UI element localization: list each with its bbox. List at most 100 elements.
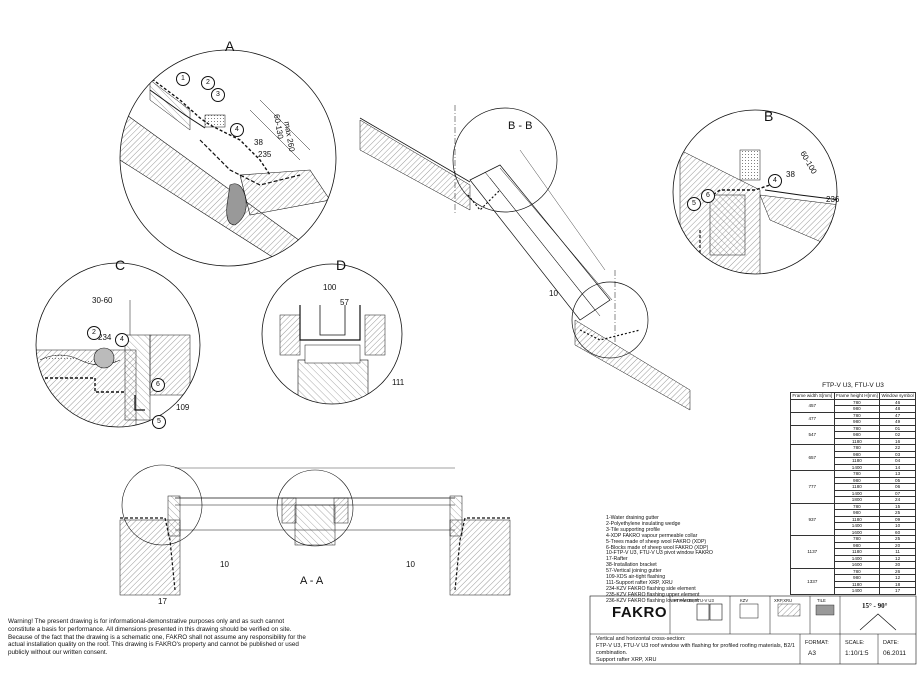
date-value: 06.2011 [883, 650, 907, 657]
format-value: A3 [808, 650, 816, 657]
window-symbol-cell: 09 [879, 515, 916, 523]
legend-item: 109-XDS air-tight flashing [606, 574, 666, 581]
dim-100: 100 [323, 283, 337, 292]
detail-b [679, 149, 837, 274]
legend-item: 234-KZV FAKRO flashing side element [606, 585, 696, 592]
spec-header-symbol: Window symbol [879, 392, 916, 400]
dim-109: 109 [176, 403, 190, 412]
callout-2-c: 2 [87, 326, 101, 340]
window-symbol-cell: 60 [879, 528, 916, 536]
window-symbol-cell: 25 [879, 509, 916, 517]
section-label-bb: B - B [508, 120, 533, 132]
window-symbol-cell: 12 [879, 574, 916, 582]
fakro-logo: FAKRO [612, 604, 667, 621]
callout-6: 6 [701, 189, 715, 203]
section-bb [359, 105, 691, 411]
format-label: FORMAT: [805, 640, 829, 646]
legend-item: 1-Water draining gutter [606, 515, 659, 521]
frame-width-cell: 657 [790, 444, 835, 471]
section-aa [119, 467, 511, 596]
section-label-b: B [764, 108, 774, 124]
dim-38-b: 38 [786, 170, 795, 179]
scale-value: 1:10/1:5 [845, 650, 869, 657]
dim-236: 236 [826, 195, 840, 204]
legend-item: 3-Tile supporting profile [606, 526, 661, 533]
window-symbol-cell: 20 [879, 541, 916, 549]
legend-item: 236-KZV FAKRO flashing lower element [606, 597, 699, 604]
scale-label: SCALE: [845, 640, 865, 646]
frame-width-cell: 1137 [790, 535, 835, 569]
dim-234: 234 [98, 333, 112, 342]
frame-width-cell: 937 [790, 502, 835, 536]
dim-235: 235 [258, 150, 272, 159]
window-symbol-cell: 12 [879, 554, 916, 562]
frame-width-cell: 547 [790, 424, 835, 445]
dim-57: 57 [340, 298, 349, 307]
window-symbol-cell: 17 [879, 587, 916, 595]
spec-header-height: Frame height H[mm] [833, 392, 881, 400]
section-label-aa: A - A [300, 575, 324, 587]
callout-2: 2 [201, 76, 215, 90]
dim-10-aa-right: 10 [406, 560, 415, 569]
section-label-a: A [225, 38, 235, 54]
spec-header-width: Frame width S[mm] [790, 392, 835, 400]
legend-item: 5-Trees made of sheep wool FAKRO (XDP) [606, 538, 707, 545]
callout-4-c: 4 [115, 333, 129, 347]
frame-width-cell: 457 [790, 398, 835, 413]
frame-width-cell: 477 [790, 411, 835, 426]
title-description: Vertical and horizontal cross-section: F… [596, 636, 795, 663]
spec-table-title: FTP-V U3, FTU-V U3 [822, 382, 884, 389]
legend-item: 38-Installation bracket [606, 562, 657, 569]
callout-3: 3 [211, 88, 225, 102]
angle-range: 15° - 90° [862, 602, 888, 610]
window-symbol-cell: 25 [879, 535, 916, 543]
callout-5: 5 [687, 197, 701, 211]
window-symbol-cell: 26 [879, 567, 916, 575]
legend-item: 235-KZV FAKRO flashing upper element [606, 591, 700, 598]
window-symbol-cell: 18 [879, 580, 916, 588]
section-label-d: D [336, 257, 347, 273]
callout-4: 4 [230, 123, 244, 137]
col-label-tile: TILE [817, 598, 826, 603]
window-symbol-cell: 30 [879, 561, 916, 569]
dim-30-60: 30-60 [92, 296, 113, 305]
detail-a [120, 50, 336, 266]
frame-width-cell: 1337 [790, 567, 835, 595]
date-label: DATE: [883, 640, 899, 646]
legend-item: 111-Support rafter XRP, XRU [606, 579, 673, 586]
warning-text: Warning! The present drawing is for info… [8, 618, 306, 657]
callout-5-c: 5 [152, 415, 166, 429]
callout-6-c: 6 [151, 378, 165, 392]
window-symbol-cell: 11 [879, 548, 916, 556]
legend-item: 57-Vertical joining gutter [606, 568, 662, 575]
legend-item: 2-Polyethylene insulating wedge [606, 520, 681, 527]
dim-10-bb: 10 [549, 289, 558, 298]
callout-4-b: 4 [768, 174, 782, 188]
section-label-c: C [115, 257, 126, 273]
dim-10-aa-left: 10 [220, 560, 229, 569]
frame-width-cell: 777 [790, 470, 835, 504]
legend-item: 17-Rafter [606, 556, 628, 563]
col-label-xrp: XRP,XRU [774, 598, 793, 603]
frame-height-cell: 1400 [833, 587, 881, 595]
col-label-window: FTP-V U3, FTU-V U3 [674, 598, 714, 603]
